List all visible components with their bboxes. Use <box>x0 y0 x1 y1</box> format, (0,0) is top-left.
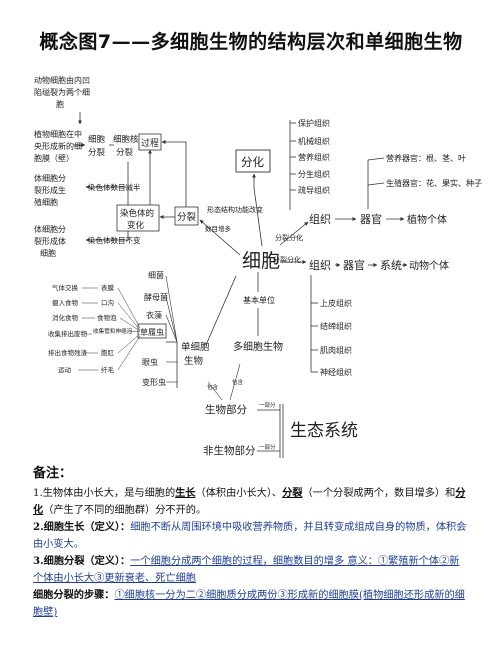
note-1-text-c: （一个分裂成两个，数目增多）和 <box>302 488 456 499</box>
para-right-2: 食物泡 <box>97 313 117 322</box>
animal-division-line2: 陷缢裂为两个细 <box>34 87 90 97</box>
example-bacteria: 细菌 <box>148 270 164 280</box>
ecosystem-node: 生态系统 <box>290 421 358 441</box>
animal-tissue-node: 组织 <box>309 258 331 272</box>
unicell-line2: 生物 <box>184 355 204 367</box>
note-1-division: 分裂 <box>282 487 303 499</box>
body-cell-line3: 殖细胞 <box>34 197 58 207</box>
para-left-4: 排出食物残渣 <box>48 348 88 357</box>
plant-body-node: 植物个体 <box>407 213 447 226</box>
chromosome-change-box <box>116 204 160 232</box>
note-1-growth: 生长 <box>175 487 196 499</box>
animal-body-node: 动物个体 <box>409 259 449 272</box>
body-cell2-line1: 体细胞分 <box>34 224 66 234</box>
note-4-label: 细胞分裂的步骤： <box>33 589 115 601</box>
chromosome-change-line2: 变化 <box>127 220 145 231</box>
plant-division-line3: 胞膜（壁） <box>34 153 74 163</box>
body-cell-line2: 裂形成生 <box>34 185 66 195</box>
process-label: 过程 <box>141 137 159 149</box>
number-increase: 数目增多 <box>205 224 232 233</box>
plant-tissue-4: 疏导组织 <box>298 185 330 195</box>
note-2-label: 2.细胞生长（定义）： <box>33 521 131 533</box>
chromosome-change-line1: 染色体的 <box>120 208 154 219</box>
animal-tissue-3: 神经组织 <box>320 367 352 377</box>
biotic-node: 生物部分 <box>205 403 247 416</box>
nucleus-division-line1: 细胞核 <box>113 134 139 145</box>
para-left-2: 消化食物 <box>52 313 79 322</box>
plant-division-line2: 央形成新的细 <box>34 141 82 151</box>
note-3-text: 一个细胞分成两个细胞的过程，细胞数目的增多 意义：①繁殖新个体②新个体由小长大③… <box>33 556 460 584</box>
notes-section: 备注： 1.生物体由小长大，是与细胞的生长（体积由小长大）、分裂（一个分裂成两个… <box>33 465 469 621</box>
contains-left: 包含 <box>207 383 219 391</box>
para-left-5: 运动 <box>58 366 72 374</box>
animal-tissue-0: 上皮组织 <box>320 298 352 308</box>
note-1-text-d: （产生了不同的细胞群）分不开的。 <box>43 505 207 516</box>
example-yeast: 酵母菌 <box>144 292 168 302</box>
note-1-text-b: （体积由小长大）、 <box>195 488 283 499</box>
contains-right: 包含 <box>232 378 244 386</box>
note-4-text: ①细胞核一分为二②细胞质分成两份③形成新的细胞膜(植物细胞还形成新的细胞壁) <box>33 590 465 618</box>
note-1: 1.生物体由小长大，是与细胞的生长（体积由小长大）、分裂（一个分裂成两个，数目增… <box>33 485 469 519</box>
para-right-5: 纤毛 <box>101 365 115 374</box>
cell-division-line2: 分裂 <box>88 147 106 158</box>
animal-division-line3: 胞 <box>56 99 64 109</box>
note-1-text-a: 1.生物体由小长大，是与细胞的 <box>33 488 176 499</box>
animal-tissue-2: 肌肉组织 <box>320 345 352 355</box>
plant-tissue-1: 机械组织 <box>298 136 330 146</box>
example-amoeba: 变形虫 <box>142 377 166 387</box>
body-cell-line1: 体细胞分 <box>34 173 66 183</box>
example-chlamydomonas: 衣藻 <box>146 310 162 320</box>
concept-map: 动物细胞由内凹 陷缢裂为两个细 胞 植物细胞在中 央形成新的细 胞膜（壁） 细胞… <box>34 75 482 458</box>
basic-unit: 基本单位 <box>243 295 275 305</box>
notes-heading: 备注： <box>33 466 73 481</box>
example-paramecium: 草履虫 <box>140 327 164 337</box>
paramecium-box <box>137 323 167 339</box>
animal-organ-node: 器官 <box>343 258 365 272</box>
para-right-0: 表膜 <box>101 283 115 292</box>
nucleus-division-line2: 分裂 <box>116 147 134 158</box>
para-left-3: 收集排出废物 <box>48 329 88 338</box>
para-left-1: 摄入食物 <box>52 298 79 307</box>
differentiation-box <box>235 149 271 173</box>
body-cell2-line3: 细胞 <box>40 248 56 258</box>
plant-tissue-node: 组织 <box>309 212 331 226</box>
plant-tissue-0: 保护组织 <box>298 118 330 128</box>
animal-division-line1: 动物细胞由内凹 <box>34 75 90 85</box>
unicell-line1: 单细胞 <box>181 341 210 353</box>
part-lower: 一部分 <box>259 443 276 451</box>
shape-change: 形态结构功能改变 <box>207 205 263 214</box>
note-3-label: 3.细胞分裂（定义）： <box>33 555 131 567</box>
plant-division-line1: 植物细胞在中 <box>34 129 82 139</box>
note-2: 2.细胞生长（定义）：细胞不断从周围环境中吸收营养物质，并且转变成组成自身的物质… <box>33 519 469 553</box>
animal-system-node: 系统 <box>380 259 402 272</box>
cell-node: 细胞 <box>242 250 280 272</box>
animal-tissue-1: 结缔组织 <box>320 321 352 331</box>
plant-tissue-3: 分生组织 <box>298 169 330 179</box>
plant-organ-node: 器官 <box>360 212 382 226</box>
note-3: 3.细胞分裂（定义）：一个细胞分成两个细胞的过程，细胞数目的增多 意义：①繁殖新… <box>33 553 469 587</box>
division-diff-lower: 分裂分化 <box>273 255 301 264</box>
para-right-1: 口沟 <box>101 298 114 307</box>
note-1-diff: 分化 <box>33 487 466 516</box>
reproductive-organs: 生殖器官：花、果实、种子 <box>386 178 482 188</box>
differentiation-label: 分化 <box>241 155 264 169</box>
para-right-3: 收集管和伸缩泡 <box>93 327 133 335</box>
cell-division-line1: 细胞 <box>88 134 106 145</box>
body-cell2-line2: 裂形成体 <box>34 236 66 246</box>
nutrient-organs: 营养器官：根、茎、叶 <box>386 153 466 163</box>
abiotic-node: 非生物部分 <box>203 444 256 457</box>
page-title: 概念图7——多细胞生物的结构层次和单细胞生物 <box>39 31 463 53</box>
division-label: 分裂 <box>177 211 197 223</box>
para-right-4: 胞肛 <box>101 348 115 357</box>
example-euglena: 眼虫 <box>142 357 158 367</box>
division-box <box>174 206 199 226</box>
multicell-node: 多细胞生物 <box>233 340 283 353</box>
para-left-0: 气体交换 <box>52 283 79 292</box>
plant-tissue-2: 营养组织 <box>298 152 330 162</box>
note-4: 细胞分裂的步骤：①细胞核一分为二②细胞质分成两份③形成新的细胞膜(植物细胞还形成… <box>33 587 469 621</box>
note-2-text: 细胞不断从周围环境中吸收营养物质，并且转变成组成自身的物质，体积会由小变大。 <box>33 522 467 550</box>
part-upper: 一部分 <box>259 401 276 409</box>
